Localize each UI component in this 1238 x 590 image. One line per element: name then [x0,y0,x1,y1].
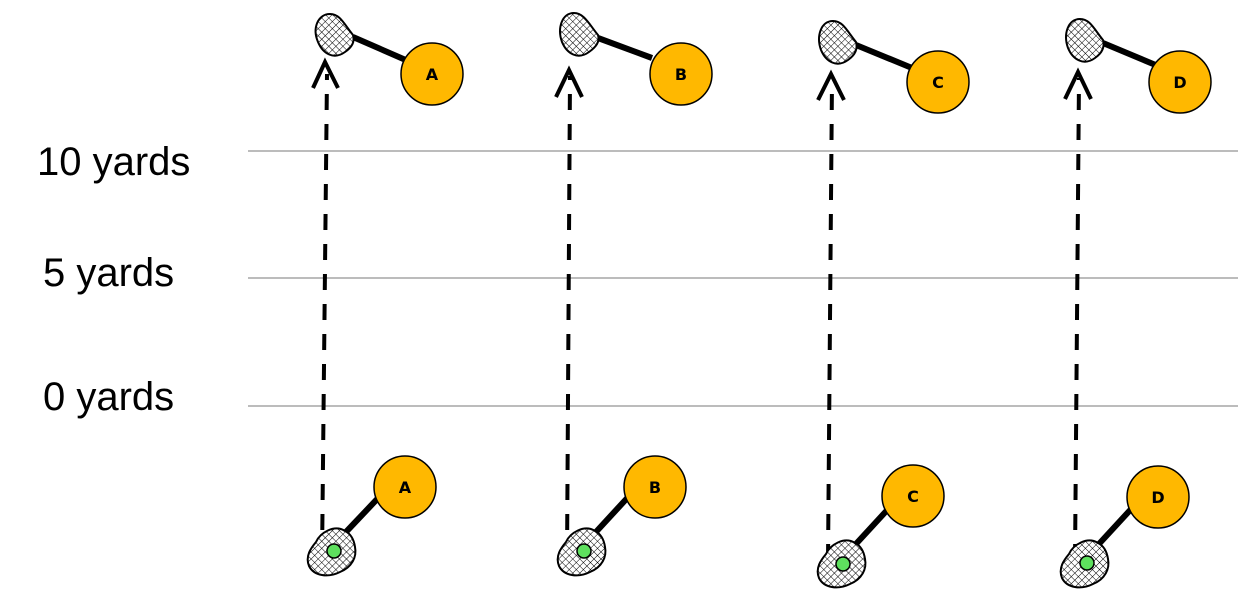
top-player-d: D [1148,50,1212,114]
bottom-stick-b [556,492,633,577]
yard-marker-5: 5 yards [43,251,1238,295]
stick-shaft [854,42,914,71]
top-stick-d [1065,17,1160,69]
stick-shaft [342,492,384,536]
stick-shaft [1095,504,1136,548]
bottom-player-d: D [1126,465,1190,529]
lane-d: D D [1059,17,1212,589]
arrowhead-icon [311,57,340,89]
yard-label-5: 5 yards [43,251,174,295]
pass-path-b [565,75,572,561]
yard-markers: 10 yards 5 yards 0 yards [37,140,1238,419]
player-circle [373,455,437,519]
yard-marker-0: 0 yards [43,375,1238,419]
top-stick-c [818,19,914,71]
lacrosse-stick-head-icon [818,19,858,65]
lacrosse-stick-head-icon [314,12,355,57]
lacrosse-ball-icon [326,543,342,559]
yard-marker-10: 10 yards [37,140,1238,184]
lacrosse-ball-icon [835,556,851,572]
bottom-player-c: C [881,464,945,528]
lane-c: C C [816,19,970,589]
top-player-a: A [400,42,464,106]
player-circle [623,455,687,519]
player-label: B [649,478,661,497]
player-circle [400,42,464,106]
player-label: A [399,478,412,497]
stick-shaft [596,35,654,61]
stick-shaft [1101,40,1160,69]
lacrosse-ball-icon [1079,555,1095,571]
top-player-c: C [906,50,970,114]
top-stick-b [559,11,654,61]
pass-path-a [320,73,329,561]
player-label: B [675,65,687,84]
lacrosse-stick-head-icon [559,11,600,57]
player-circle [881,464,945,528]
lacrosse-ball-icon [576,543,592,559]
pass-path-d [1073,77,1081,561]
bottom-stick-c [816,504,893,589]
pass-path-c [826,79,834,561]
arrowhead-icon [1063,67,1093,100]
lane-b: B B [554,11,713,577]
player-label: D [1151,488,1164,507]
bottom-stick-d [1059,504,1136,589]
bottom-player-b: B [623,455,687,519]
lane-a: A A [306,12,464,577]
player-label: A [426,65,439,84]
player-circle [1148,50,1212,114]
player-label: D [1173,73,1186,92]
top-stick-a [314,12,410,64]
stick-shaft [592,492,633,536]
stick-shaft [852,504,893,548]
yard-label-0: 0 yards [43,375,174,419]
arrowhead-icon [554,65,584,98]
player-label: C [907,487,919,506]
bottom-player-a: A [373,455,437,519]
top-player-b: B [649,42,713,106]
bottom-stick-a [306,492,384,577]
player-label: C [932,73,944,92]
lacrosse-stick-head-icon [1065,17,1105,63]
yard-label-10: 10 yards [37,140,190,184]
player-circle [649,42,713,106]
stick-shaft [351,34,410,64]
player-circle [1126,465,1190,529]
arrowhead-icon [816,69,846,101]
player-circle [906,50,970,114]
